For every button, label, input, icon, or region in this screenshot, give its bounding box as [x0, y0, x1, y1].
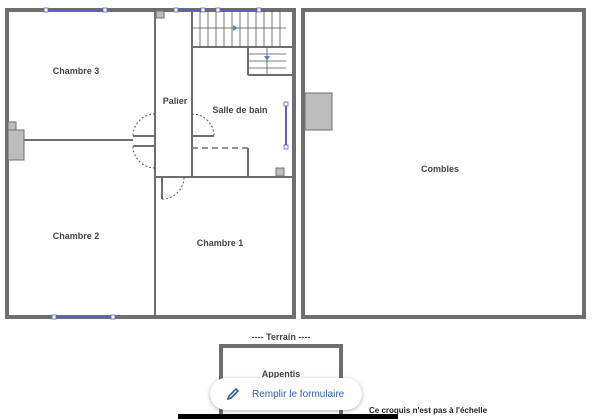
first-floor-outline — [5, 8, 296, 319]
bottom-bar — [178, 414, 398, 419]
pencil-icon — [226, 387, 240, 401]
stair-arrow-icon — [264, 56, 270, 61]
room-label-appentis: Appentis — [262, 369, 301, 379]
fill-form-label: Remplir le formulaire — [252, 388, 345, 400]
fill-form-button[interactable]: Remplir le formulaire — [210, 378, 362, 410]
terrain-label: ---- Terrain ---- — [252, 332, 311, 342]
staircase — [192, 10, 286, 75]
room-label-chambre2: Chambre 2 — [53, 231, 100, 241]
room-label-palier: Palier — [163, 96, 188, 106]
chimney — [304, 92, 333, 131]
room-label-chambre1: Chambre 1 — [197, 238, 244, 248]
room-label-combles: Combles — [421, 164, 459, 174]
attic-outline — [301, 8, 586, 319]
windows — [46, 9, 287, 318]
stair-arrow-icon — [233, 25, 238, 31]
room-label-chambre3: Chambre 3 — [53, 66, 100, 76]
room-label-salle-de-bain: Salle de bain — [212, 105, 267, 115]
scale-note: Ce croquis n'est pas à l'échelle — [369, 406, 488, 415]
chimney — [7, 129, 25, 161]
